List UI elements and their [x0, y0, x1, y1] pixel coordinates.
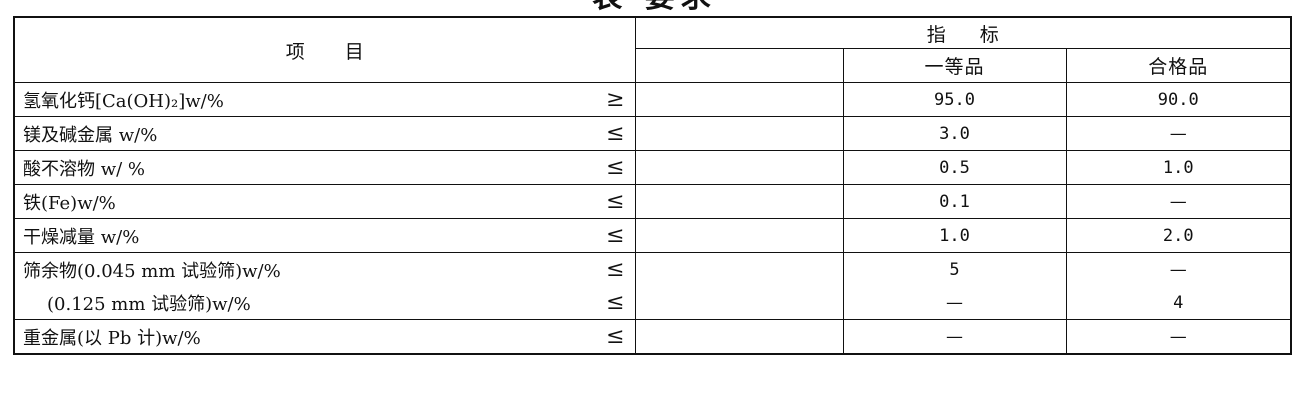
blank-cell: [634, 319, 844, 355]
item-label: (0.125 mm 试验筛)w/%: [47, 293, 251, 315]
table-row: 氢氧化钙[Ca(OH)₂]w/% ≥ 95.0 90.0: [13, 82, 1292, 117]
value-first: 0.5: [842, 150, 1067, 185]
value-first: 3.0: [842, 116, 1067, 151]
operator-symbol: ≤: [606, 223, 625, 248]
table-row: 干燥减量 w/% ≤ 1.0 2.0: [13, 218, 1292, 253]
table-row: 铁(Fe)w/% ≤ 0.1 —: [13, 184, 1292, 219]
operator-symbol: ≤: [606, 189, 625, 214]
header-grade-qualified: 合格品: [1065, 48, 1292, 83]
table-row: 镁及碱金属 w/% ≤ 3.0 —: [13, 116, 1292, 151]
value-qualified: —: [1065, 116, 1292, 151]
value-first: —: [842, 286, 1067, 320]
header-blank-cell: [634, 48, 844, 83]
header-row-2: 一等品 合格品: [14, 48, 1292, 83]
value-qualified: —: [1065, 252, 1292, 286]
operator-symbol: ≤: [606, 290, 625, 315]
blank-cell: [634, 184, 844, 219]
value-first: 0.1: [842, 184, 1067, 219]
item-label: 氢氧化钙[Ca(OH)₂]w/%: [23, 90, 224, 112]
item-label: 筛余物(0.045 mm 试验筛)w/%: [23, 260, 281, 282]
value-qualified: 90.0: [1065, 82, 1292, 117]
header-row-1: 项目 指标: [13, 16, 1292, 83]
header-index: 指标: [634, 16, 1292, 49]
value-qualified: 2.0: [1065, 218, 1292, 253]
operator-symbol: ≤: [606, 324, 625, 349]
operator-symbol: ≥: [606, 87, 625, 112]
table-row: (0.125 mm 试验筛)w/% ≤ — 4: [13, 286, 1292, 320]
blank-cell: [634, 218, 844, 253]
operator-symbol: ≤: [606, 121, 625, 146]
table-row: 重金属(以 Pb 计)w/% ≤ — —: [13, 319, 1292, 355]
header-item: 项目: [13, 16, 636, 83]
value-first: —: [842, 319, 1067, 355]
item-label: 干燥减量 w/%: [23, 226, 140, 248]
item-label: 镁及碱金属 w/%: [23, 124, 158, 146]
value-qualified: —: [1065, 319, 1292, 355]
value-first: 95.0: [842, 82, 1067, 117]
value-first: 1.0: [842, 218, 1067, 253]
blank-cell: [634, 82, 844, 117]
value-first: 5: [842, 252, 1067, 286]
item-label: 铁(Fe)w/%: [23, 192, 116, 214]
blank-cell: [634, 252, 844, 286]
blank-cell: [634, 150, 844, 185]
operator-symbol: ≤: [606, 155, 625, 180]
value-qualified: 1.0: [1065, 150, 1292, 185]
table-row: 筛余物(0.045 mm 试验筛)w/% ≤ 5 —: [13, 252, 1292, 286]
operator-symbol: ≤: [606, 257, 625, 282]
value-qualified: —: [1065, 184, 1292, 219]
requirements-table: 项目 指标 一等品 合格品 氢氧化钙[Ca(OH)₂]w/% ≥ 95.0 90.…: [13, 16, 1292, 355]
table-row: 酸不溶物 w/ % ≤ 0.5 1.0: [13, 150, 1292, 185]
item-label: 酸不溶物 w/ %: [23, 158, 146, 180]
blank-cell: [634, 116, 844, 151]
blank-cell: [634, 286, 844, 320]
table-caption: 表 要求: [0, 0, 1309, 18]
item-label: 重金属(以 Pb 计)w/%: [23, 327, 201, 349]
value-qualified: 4: [1065, 286, 1292, 320]
header-grade-first: 一等品: [842, 48, 1067, 83]
